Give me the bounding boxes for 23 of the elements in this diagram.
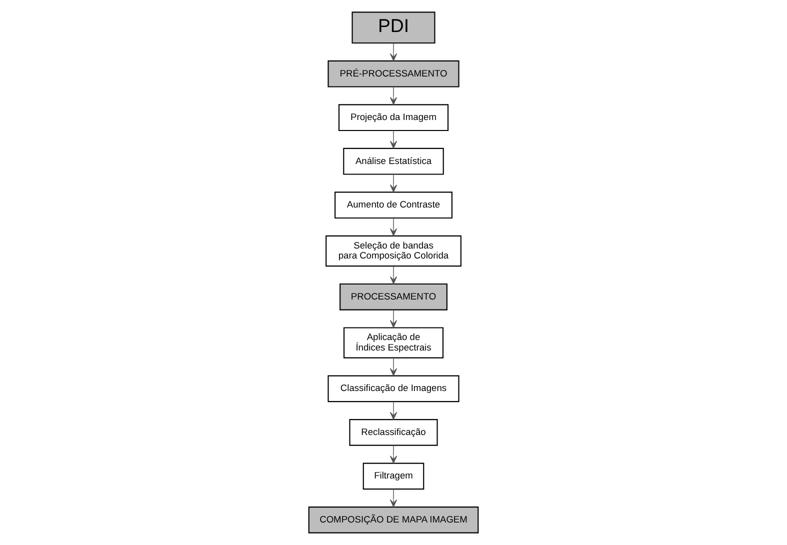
node-box: Projeção da Imagem <box>338 104 449 132</box>
node-box: Análise Estatística <box>343 148 444 175</box>
node-box: Aumento de Contraste <box>334 192 452 219</box>
arrow <box>390 174 398 192</box>
arrow <box>390 310 398 328</box>
node-box: Aplicação de Índices Espectrais <box>343 327 444 358</box>
arrow <box>390 445 398 464</box>
node-box: PROCESSAMENTO <box>340 283 448 310</box>
arrow <box>390 86 398 105</box>
arrow <box>390 218 398 236</box>
arrow <box>390 266 398 284</box>
node-box: PDI <box>352 12 436 44</box>
node-box: Filtragem <box>362 462 424 490</box>
arrow <box>390 401 398 420</box>
arrow <box>390 358 398 376</box>
node-box: Classificação de Imagens <box>328 375 460 402</box>
arrow <box>390 130 398 149</box>
arrow <box>390 42 398 62</box>
node-box: COMPOSIÇÃO DE MAPA IMAGEM <box>308 506 479 534</box>
node-box: Reclassificação <box>349 419 438 446</box>
arrow <box>390 488 398 508</box>
node-box: Seleção de bandas para Composição Colorida <box>326 235 462 267</box>
node-box: PRÉ-PROCESSAMENTO <box>328 60 460 88</box>
